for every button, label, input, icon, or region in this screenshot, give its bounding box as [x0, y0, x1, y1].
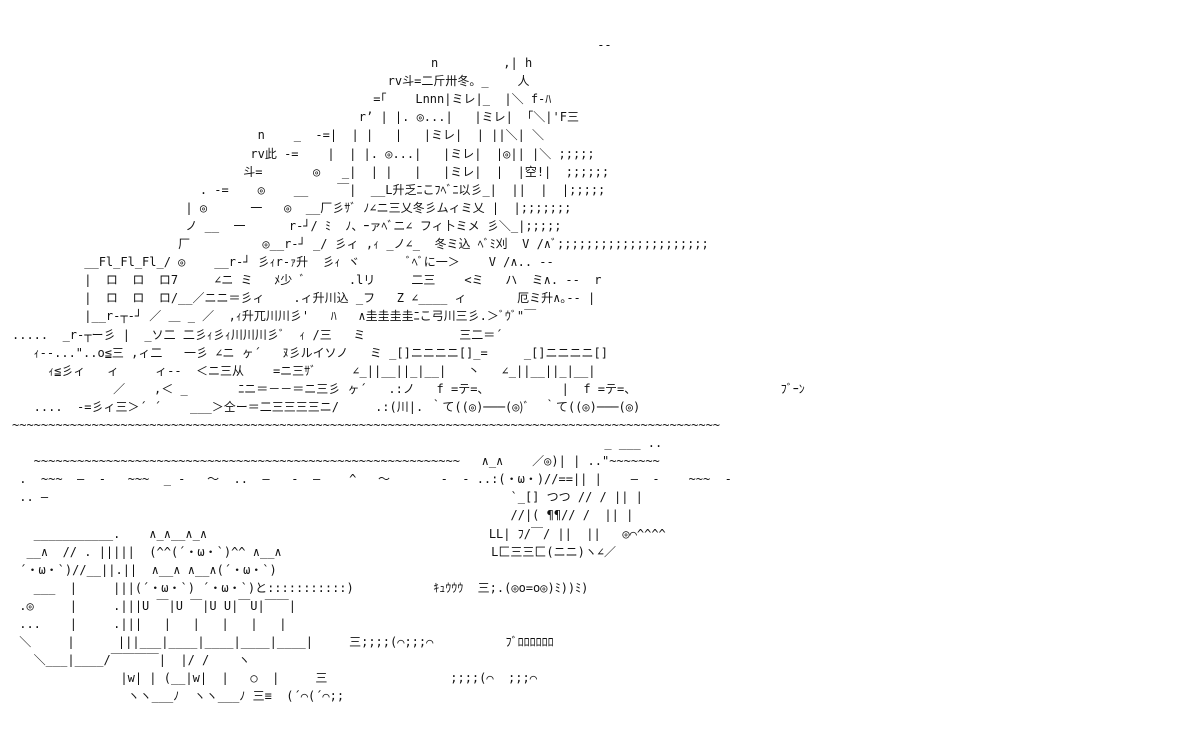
art-line: ___ | |||(´・ω・`) ´・ω・`)と:::::::::::) ｷｭｳ…	[12, 580, 589, 595]
art-line: _ ___ ..	[12, 436, 663, 451]
art-line: .... -=彡ィ三＞´ ´ ___＞仝ー＝二三三三三ニ/ .:(川|. ｀て(…	[12, 399, 641, 414]
art-line: 厂 ◎__r‐┘ _/ 彡ィ ,ｨ _ノ∠_ 冬ミ込 ﾍﾞﾐ刈 V /∧ﾞ;;;…	[12, 237, 709, 252]
art-line: .. ― `_[] つつ // / || |	[12, 490, 643, 505]
art-line: __∧ // . ||||| (^^(´・ω・`)^^ ∧__∧ L匚三三匚(ニ…	[12, 544, 617, 559]
art-line: ..... _r‐┬ー彡 | _ソ二 二彡ｨ彡ｨ川川川彡ﾞ ｨ /三 ミ 三二＝…	[12, 327, 503, 342]
art-line: . ~~~ ― - ~~~ _ - ～ .. ― - ― ^ ～ - - ..:…	[12, 472, 732, 487]
art-line: ___________. ∧_∧__∧_∧ LL| ﾌ/￣/ || || ◎⌒^…	[12, 526, 666, 541]
art-line: ... | .||| | | | | |	[12, 617, 287, 631]
art-line: rv此 -= | | |. ◎...| |ミレ| |◎|| |＼ ;;;;;	[12, 146, 595, 161]
art-line: ~~~~~~~~~~~~~~~~~~~~~~~~~~~~~~~~~~~~~~~~…	[12, 417, 721, 432]
art-line: ｨ≦彡ィ ィ ィ‐- ＜ニ三从 =ニ三ｻﾞ ∠_||__||_|__| 丶 ∠_…	[12, 363, 596, 378]
art-line: ／ ,＜ _ ﾆニ＝－－＝ニ三彡 ヶ´ .:ノ f =テ=、 | f =テ=、 …	[12, 381, 805, 396]
art-line: __Fl_Fl_Fl_/ ◎ __r‐┘ 彡ｨr‐ｧ升 彡ｨ ヾ ﾞﾍﾞに一＞ …	[12, 255, 554, 270]
art-line: ヽヽ___ﾉ ヽヽ___ﾉ 三≡ (´⌒(´⌒;;	[12, 689, 345, 704]
art-line: | ロ ロ ロ/__／ニニ＝彡ィ .ィ升川込 _フ Z ∠____ ィ 厄ミ升∧…	[12, 291, 596, 306]
art-line: |w| | (__|w| | ○ | 三 ;;;;(⌒ ;;;⌒	[12, 671, 537, 686]
art-line: ＼ | |||___|____|____|____|____| 三;;;;(⌒;…	[12, 635, 554, 650]
ascii-art-battle-scene: -- n ,| h rv斗=二斤卅冬。_ 人 =｢	[12, 36, 805, 705]
art-line: .◎ | .|||U ￣|U ￣|U U|￣U|￣￣|	[12, 598, 296, 613]
art-line: n _ -=| | | | |ミレ| | ||＼| ＼	[12, 128, 545, 143]
art-line: r’ | |. ◎...| |ミレ| ｢＼|'F三	[12, 110, 579, 125]
art-line: --	[12, 38, 612, 52]
art-line: ~~~~~~~~~~~~~~~~~~~~~~~~~~~~~~~~~~~~~~~~…	[12, 454, 660, 469]
art-line: ｨ‐‐..."..o≦三 ,ィ二 一彡 ∠ニ ヶ´ ﾇ彡ルイソノ ミ _[]ニニ…	[12, 345, 608, 360]
art-line: //|( ¶¶// / || |	[12, 508, 634, 523]
art-line: rv斗=二斤卅冬。_ 人	[12, 74, 530, 89]
art-line: =｢ Lnnn|ミレ|_ |＼ f-ﾊ	[12, 92, 552, 107]
art-line: ノ __ 一 r‐┘/ ﾐ ﾉ、ｰァﾍﾞニ∠ フィ卜ミメ 彡＼_|;;;;;	[12, 218, 562, 233]
art-line: | ◎ 一 ◎ __厂彡ｻﾞ ﾉ∠ニ三乂冬彡ムィミ乂 | |;;;;;;;	[12, 200, 572, 215]
art-line: . -= ◎ __ ￣| __L升乏ﾆこﾌﾍﾞﾆ以彡_| || | |;;;;;	[12, 182, 606, 197]
art-line: 斗= ◎ _| | | | |ミレ| | |空!| ;;;;;;	[12, 164, 610, 179]
art-line: ´・ω・`)//__||.|| ∧__∧ ∧__∧(´・ω・`)	[12, 562, 277, 577]
art-line: |__r‐┬‐┘ ／ ＿ _ ／ ,ｨ升兀川川彡' ﾊ ∧圭圭圭圭ﾆこ弓川三彡.…	[12, 309, 537, 324]
art-line: ＼___|____/￣￣￣￣| |/ / ヽ	[12, 653, 251, 668]
art-line: n ,| h	[12, 56, 533, 71]
art-line: | ロ ロ ロ7 ∠ニ ミ ﾒ少 ﾞ .lリ 二三 <ミ ハ ミ∧. ‐- r	[12, 273, 602, 288]
